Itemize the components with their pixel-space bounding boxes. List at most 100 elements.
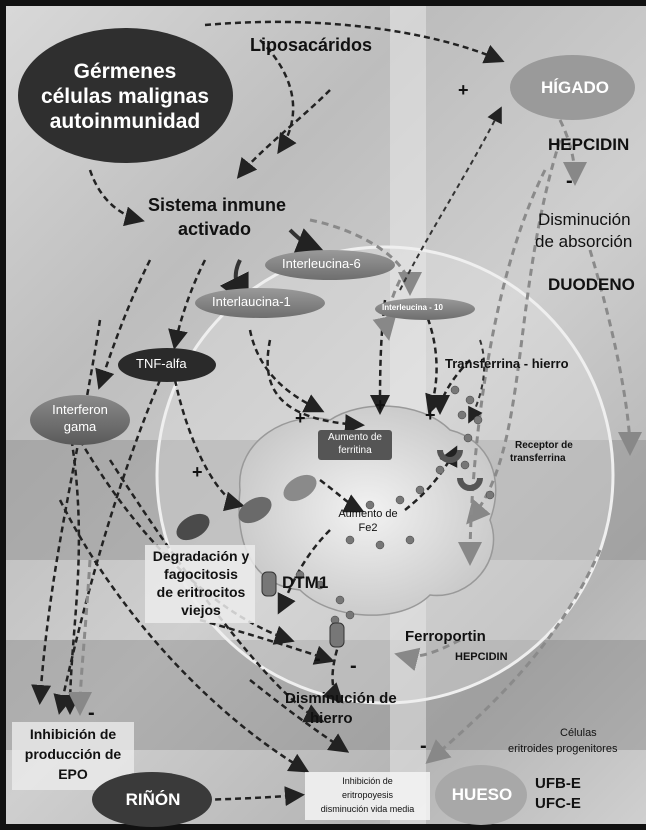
minus-sign: - xyxy=(566,170,573,192)
inhibicion-eritropoyesis-label: Inhibición de xyxy=(342,776,393,786)
plus-sign: + xyxy=(192,462,203,482)
plus-sign: + xyxy=(295,408,306,428)
degradacion-label-3: de eritrocitos xyxy=(156,584,246,600)
transferrina-hierro-label: Transferrina - hierro xyxy=(445,356,569,371)
disminucion-hierro-label-2: hierro xyxy=(310,710,353,727)
ferroportin-label: Ferroportin xyxy=(405,628,486,645)
rinon-label: RIÑÓN xyxy=(125,790,181,809)
dtm1-channel xyxy=(261,571,277,597)
arrow xyxy=(204,20,505,64)
background-band xyxy=(0,824,646,830)
arrow xyxy=(53,379,162,715)
sistema-inmune-label: Sistema inmune xyxy=(148,195,287,215)
plus-sign: + xyxy=(425,405,436,425)
minus-sign: - xyxy=(88,702,95,724)
ferroportin-channel xyxy=(329,622,345,648)
arrow xyxy=(458,169,547,566)
interleucina-6-pill xyxy=(265,250,395,280)
arrow xyxy=(60,429,81,715)
aumento-ferritina-box xyxy=(318,430,392,460)
receptor-label-2: transferrina xyxy=(510,453,566,464)
inhibicion-epo-label: Inhibición de xyxy=(29,726,117,742)
iron-particle xyxy=(375,540,385,550)
interleucina-10-label: Interleucina - 10 xyxy=(382,303,443,312)
dtm1-label: DTM1 xyxy=(282,573,329,592)
arrow xyxy=(319,479,365,513)
iron-particle xyxy=(345,535,355,545)
celulas-progenitoras-label: Células xyxy=(560,727,597,739)
iron-particle xyxy=(435,465,445,475)
arrow xyxy=(95,259,152,390)
arrow xyxy=(168,259,207,350)
liposacaridos-label: Liposacáridos xyxy=(250,35,373,55)
interleucina-1-label: Interlaucina-1 xyxy=(212,294,291,309)
degradacion-label-4: viejos xyxy=(181,602,221,618)
arrow xyxy=(468,339,486,424)
arrow xyxy=(31,319,102,705)
inhibicion-eritropoyesis-box xyxy=(305,772,430,820)
aumento-ferritina-label: Aumento de xyxy=(328,432,382,443)
arrow xyxy=(68,559,93,716)
erythrocyte xyxy=(176,513,210,541)
hueso-label: HUESO xyxy=(451,785,513,804)
arrow xyxy=(394,638,461,671)
minus-sign: - xyxy=(420,735,427,757)
background-band xyxy=(0,0,646,6)
iron-particle xyxy=(335,595,345,605)
arrow xyxy=(199,618,335,665)
celulas-malignas-label: células malignas xyxy=(40,85,210,108)
iron-particle xyxy=(457,410,467,420)
degradacion-label: Degradación y xyxy=(152,548,250,564)
ufc-label: UFC-E xyxy=(535,795,581,812)
arrow xyxy=(404,445,458,511)
inhibicion-epo-label-3: EPO xyxy=(58,766,88,782)
higado-oval xyxy=(510,55,635,120)
plus-sign: + xyxy=(375,395,386,415)
receptor-label: Receptor de xyxy=(515,440,573,451)
iron-particle xyxy=(460,460,470,470)
aumento-ferritina-label-2: ferritina xyxy=(338,445,372,456)
arrow xyxy=(425,549,602,764)
iron-particle xyxy=(465,395,475,405)
iron-particle xyxy=(473,415,483,425)
sistema-inmune-label-2: activado xyxy=(178,219,252,239)
interleucina-10-pill xyxy=(375,298,475,320)
arrow xyxy=(88,169,145,227)
arrow xyxy=(259,39,297,155)
arrow xyxy=(236,89,331,179)
hepcidin-label: HEPCIDIN xyxy=(548,135,630,154)
disminucion-absorcion-label-2: de absorción xyxy=(535,232,633,251)
arrow xyxy=(249,679,350,753)
transferrin-receptor xyxy=(437,449,463,463)
iron-particle xyxy=(365,500,375,510)
iron-particle xyxy=(395,495,405,505)
background-band xyxy=(0,0,6,830)
iron-particle xyxy=(405,535,415,545)
arrow xyxy=(266,339,365,435)
degradacion-box xyxy=(145,545,255,623)
aumento-fe2-label-2: Fe2 xyxy=(358,522,378,534)
celulas-progenitoras-label-2: eritroides progenitores xyxy=(508,743,618,755)
arrow xyxy=(372,279,402,341)
minus-sign: - xyxy=(314,648,321,670)
rinon-oval xyxy=(92,772,212,827)
interferon-label-2: gama xyxy=(63,419,97,434)
arrow xyxy=(466,139,562,525)
autoinmunidad-label: autoinmunidad xyxy=(49,110,201,133)
germenes-oval xyxy=(18,28,233,163)
plus-sign: + xyxy=(458,80,469,100)
disminucion-hierro-label: Disminución de xyxy=(285,690,397,707)
arrow xyxy=(558,119,587,186)
interleucina-6-label: Interleucina-6 xyxy=(282,256,361,271)
iron-particle xyxy=(450,385,460,395)
germenes-label: Gérmenes xyxy=(73,60,177,83)
hueso-oval xyxy=(435,765,527,825)
arrow xyxy=(248,329,325,413)
interleucina-1-pill xyxy=(195,288,325,318)
arrow xyxy=(309,218,422,296)
tnf-alfa-label: TNF-alfa xyxy=(136,356,187,371)
hepcidin-small-label: HEPCIDIN xyxy=(455,651,508,663)
erythrocyte xyxy=(283,474,317,502)
